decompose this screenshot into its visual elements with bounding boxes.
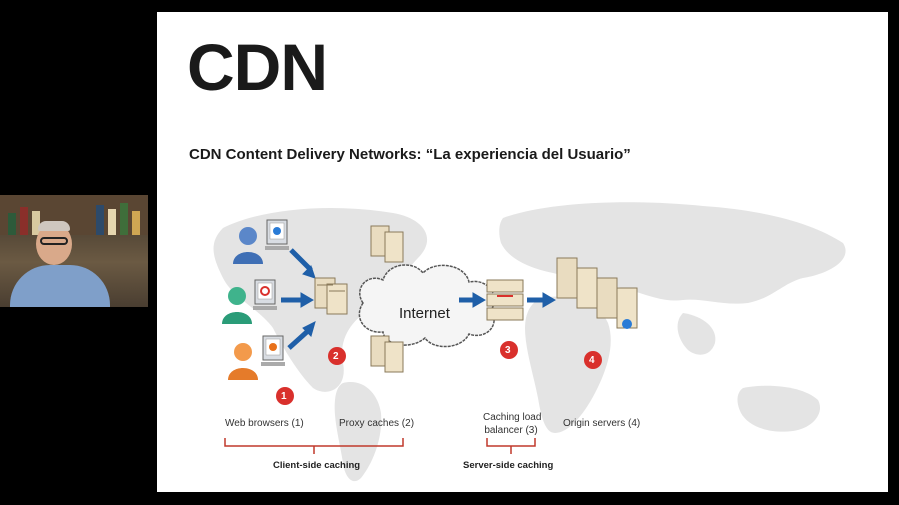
origin-servers-label: Origin servers (4)	[563, 418, 641, 429]
server-stack-bottom-icon	[370, 335, 404, 373]
book	[20, 207, 28, 235]
arrow-to-balancer-icon	[459, 292, 486, 308]
server-stack-top-icon	[370, 225, 404, 263]
book	[32, 211, 40, 235]
book	[96, 205, 104, 235]
monitor-firefox-icon	[261, 335, 285, 366]
user-orange-icon	[228, 343, 258, 380]
step-badge-1: 1	[281, 391, 287, 402]
user-blue-icon	[233, 227, 263, 264]
internet-label: Internet	[399, 305, 450, 322]
web-browsers-label: Web browsers (1)	[225, 418, 304, 429]
slide-title: CDN	[187, 30, 328, 104]
proxy-caches-label: Proxy caches (2)	[339, 418, 415, 429]
slide-subtitle: CDN Content Delivery Networks: “La exper…	[189, 146, 631, 163]
book	[120, 203, 128, 235]
user-green-icon	[222, 287, 252, 324]
arrow-icons	[281, 248, 316, 350]
monitor-ie-icon	[265, 219, 289, 250]
cdn-diagram-graphic	[213, 202, 846, 482]
book	[132, 211, 140, 235]
step-badge-2: 2	[333, 351, 339, 362]
presenter-hair	[38, 221, 70, 231]
presentation-slide: CDN CDN Content Delivery Networks: “La e…	[157, 12, 888, 492]
step-badge-3: 3	[505, 345, 511, 356]
origin-servers-icon	[556, 257, 638, 329]
client-side-bracket	[224, 438, 404, 454]
book	[108, 209, 116, 235]
caching-load-label-line2: balancer (3)	[484, 425, 538, 436]
step-badge-4: 4	[589, 355, 595, 366]
server-side-bracket	[486, 438, 536, 454]
monitor-opera-icon	[253, 279, 277, 310]
load-balancer-icon	[486, 279, 524, 321]
bookshelf	[0, 195, 148, 235]
caching-load-label-line1: Caching load	[483, 412, 542, 423]
proxy-server-icon	[314, 277, 348, 315]
world-map	[213, 202, 846, 482]
book	[8, 213, 16, 235]
step-badges	[276, 341, 602, 405]
cdn-diagram: Internet 1 2 3 4 Web browsers (1) Proxy …	[203, 188, 863, 488]
arrow-to-origin-icon	[527, 292, 556, 308]
client-side-caching-label: Client-side caching	[273, 460, 361, 471]
glasses-icon	[40, 237, 68, 245]
webcam-video-feed	[0, 195, 148, 307]
presenter-body	[10, 265, 110, 307]
server-side-caching-label: Server-side caching	[463, 460, 554, 471]
